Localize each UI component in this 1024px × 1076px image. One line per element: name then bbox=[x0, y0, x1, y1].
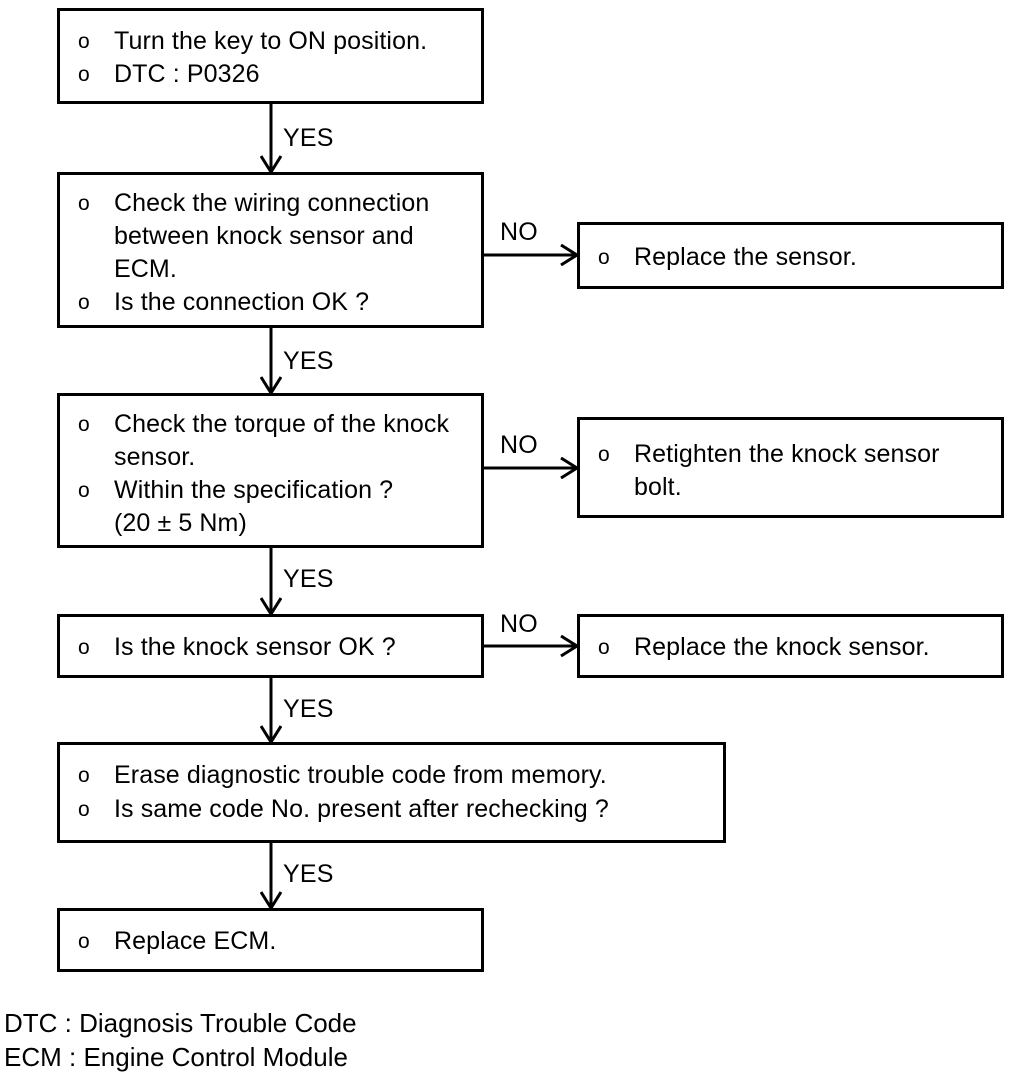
bullet-item: o Turn the key to ON position. bbox=[78, 25, 427, 58]
bullet-text: Replace ECM. bbox=[114, 927, 277, 955]
edge-label-no-2: NO bbox=[500, 431, 538, 459]
bullet-marker: o bbox=[78, 192, 90, 215]
bullet-marker: o bbox=[78, 764, 90, 787]
node-replace-sensor: o Replace the sensor. bbox=[577, 222, 1004, 289]
bullet-item: o Replace the sensor. bbox=[598, 241, 857, 274]
bullet-marker: o bbox=[598, 246, 610, 269]
bullet-item: o Within the specification ? (20 ± 5 Nm) bbox=[78, 474, 393, 540]
bullet-text: DTC : P0326 bbox=[114, 60, 260, 88]
bullet-text: Turn the key to ON position. bbox=[114, 27, 428, 55]
bullet-item: o Check the wiring connection between kn… bbox=[78, 187, 429, 286]
edge-label-yes-1: YES bbox=[283, 124, 334, 152]
edge-label-no-1: NO bbox=[500, 218, 538, 246]
bullet-text: Erase diagnostic trouble code from memor… bbox=[114, 761, 607, 789]
bullet-item: o Is same code No. present after recheck… bbox=[78, 793, 609, 826]
bullet-marker: o bbox=[78, 636, 90, 659]
node-sensor-ok: o Is the knock sensor OK ? bbox=[57, 614, 484, 678]
edge-label-no-3: NO bbox=[500, 610, 538, 638]
bullet-item: o Is the knock sensor OK ? bbox=[78, 631, 396, 664]
bullet-text: Is the connection OK ? bbox=[114, 288, 370, 316]
bullet-text: Replace the sensor. bbox=[634, 243, 857, 271]
node-retighten-bolt: o Retighten the knock sensor bolt. bbox=[577, 417, 1004, 518]
node-start: o Turn the key to ON position. o DTC : P… bbox=[57, 8, 484, 104]
bullet-item: o Check the torque of the knock sensor. bbox=[78, 408, 449, 474]
bullet-marker: o bbox=[78, 798, 90, 821]
bullet-item: o DTC : P0326 bbox=[78, 58, 260, 91]
bullet-marker: o bbox=[78, 413, 90, 436]
node-replace-ecm: o Replace ECM. bbox=[57, 908, 484, 972]
bullet-text: Check the wiring connection between knoc… bbox=[114, 189, 430, 283]
bullet-marker: o bbox=[78, 930, 90, 953]
bullet-marker: o bbox=[78, 479, 90, 502]
abbreviation-legend: DTC : Diagnosis Trouble Code ECM : Engin… bbox=[4, 1008, 357, 1072]
bullet-text: Is the knock sensor OK ? bbox=[114, 633, 396, 661]
bullet-marker: o bbox=[78, 30, 90, 53]
bullet-marker: o bbox=[78, 63, 90, 86]
bullet-item: o Erase diagnostic trouble code from mem… bbox=[78, 759, 607, 792]
bullet-item: o Retighten the knock sensor bolt. bbox=[598, 438, 940, 504]
edge-label-yes-5: YES bbox=[283, 860, 334, 888]
node-replace-knock-sensor: o Replace the knock sensor. bbox=[577, 614, 1004, 678]
bullet-marker: o bbox=[78, 291, 90, 314]
bullet-text: Is same code No. present after recheckin… bbox=[114, 795, 609, 823]
bullet-text: Retighten the knock sensor bolt. bbox=[634, 440, 940, 501]
bullet-item: o Replace ECM. bbox=[78, 925, 276, 958]
node-check-wiring: o Check the wiring connection between kn… bbox=[57, 172, 484, 328]
bullet-marker: o bbox=[598, 636, 610, 659]
node-erase-code: o Erase diagnostic trouble code from mem… bbox=[57, 742, 726, 843]
bullet-text: Check the torque of the knock sensor. bbox=[114, 410, 450, 471]
edge-label-yes-2: YES bbox=[283, 347, 334, 375]
bullet-marker: o bbox=[598, 443, 610, 466]
edge-label-yes-3: YES bbox=[283, 565, 334, 593]
node-check-torque: o Check the torque of the knock sensor. … bbox=[57, 393, 484, 548]
edge-label-yes-4: YES bbox=[283, 695, 334, 723]
bullet-text: Within the specification ? (20 ± 5 Nm) bbox=[114, 476, 394, 537]
bullet-text: Replace the knock sensor. bbox=[634, 633, 930, 661]
bullet-item: o Is the connection OK ? bbox=[78, 286, 369, 319]
bullet-item: o Replace the knock sensor. bbox=[598, 631, 930, 664]
